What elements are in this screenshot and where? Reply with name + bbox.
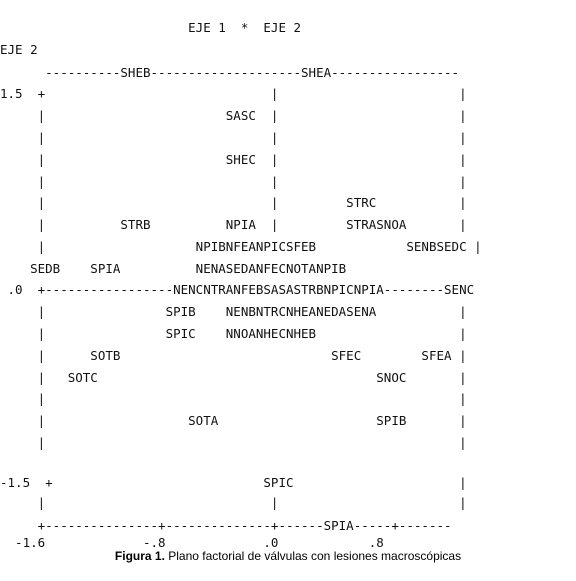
plot-line: | STRB NPIA | STRASNOA | — [0, 217, 467, 232]
plot-line: | SPIB NENBNTRCNHEANEDASENA | — [0, 304, 467, 319]
figure-caption: Figura 1. Plano factorial de válvulas co… — [0, 549, 576, 563]
plot-line: SEDB SPIA NENASEDANFECNOTANPIB — [0, 261, 347, 276]
plot-line: | | | — [0, 495, 467, 510]
caption-label: Figura 1. — [114, 549, 165, 563]
plot-line: | NPIBNFEANPICSFEB SENBSEDC | — [0, 239, 482, 254]
plot-line: +---------------+--------------+------SP… — [0, 518, 452, 533]
plot-line: | SASC | | — [0, 108, 467, 123]
plot-line: | SOTA SPIB | — [0, 413, 467, 428]
plot-line: | SOTC SNOC | — [0, 370, 467, 385]
plot-line: | | | — [0, 130, 467, 145]
plot-line: | | — [0, 435, 467, 450]
plot-line: -1.6 -.8 .0 .8 — [0, 535, 384, 550]
plot-line: EJE 2 — [0, 42, 38, 57]
plot-line: .0 +-----------------NENCNTRANFEBSASASTR… — [0, 282, 475, 297]
plot-line: | | STRC | — [0, 195, 467, 210]
plot-line: | | | — [0, 174, 467, 189]
plot-line: | SOTB SFEC SFEA | — [0, 348, 467, 363]
plot-line: | SPIC NNOANHECNHEB | — [0, 326, 467, 341]
plot-line: 1.5 + | | — [0, 86, 467, 101]
plot-line: | | — [0, 391, 467, 406]
plot-line: -1.5 + SPIC | — [0, 475, 467, 490]
factorial-plane-chart: EJE 1 * EJE 2 EJE 2 ----------SHEB-------… — [0, 20, 482, 550]
plot-line: EJE 1 * EJE 2 — [0, 20, 302, 35]
plot-line: ----------SHEB--------------------SHEA--… — [0, 65, 460, 80]
caption-text: Plano factorial de válvulas con lesiones… — [168, 549, 462, 563]
plot-line: | SHEC | | — [0, 152, 467, 167]
